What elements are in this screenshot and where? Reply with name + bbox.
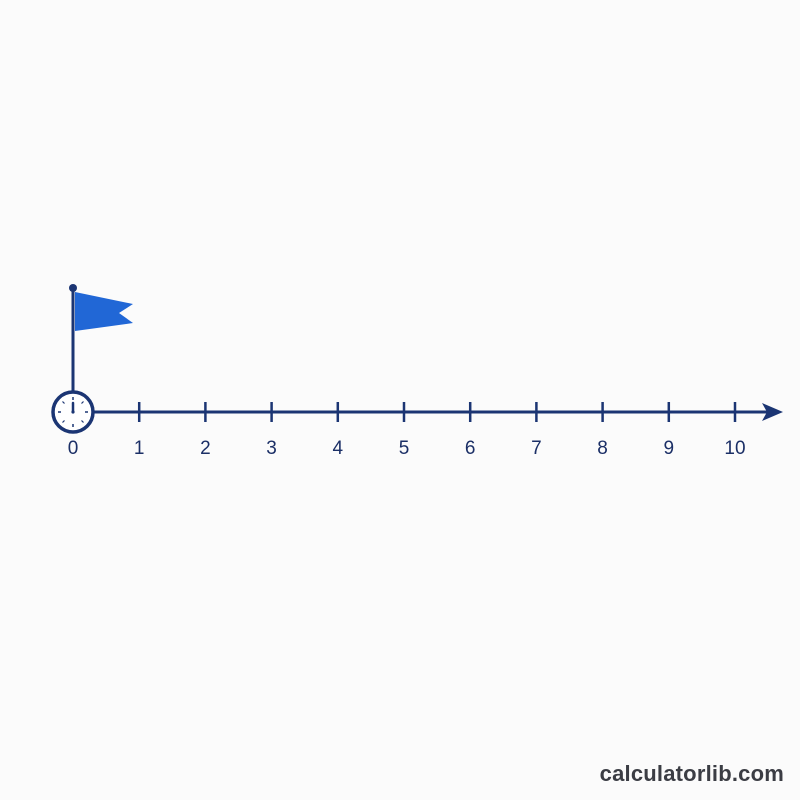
flag-icon xyxy=(69,284,133,392)
arrow-right-icon xyxy=(762,403,783,421)
tick-label-2: 2 xyxy=(200,438,211,459)
tick-label-8: 8 xyxy=(597,438,608,459)
clock-icon xyxy=(51,390,95,434)
tick-label-1: 1 xyxy=(134,438,145,459)
tick-label-3: 3 xyxy=(266,438,277,459)
tick-label-5: 5 xyxy=(399,438,410,459)
tick-label-10: 10 xyxy=(724,438,745,459)
tick-labels: 0 1 2 3 4 5 6 7 8 9 10 xyxy=(68,438,746,459)
tick-marks xyxy=(137,402,737,422)
tick-label-0: 0 xyxy=(68,438,79,459)
tick-label-4: 4 xyxy=(333,438,344,459)
tick-label-6: 6 xyxy=(465,438,476,459)
tick-label-9: 9 xyxy=(664,438,675,459)
watermark-text: calculatorlib.com xyxy=(599,761,784,786)
tick-label-7: 7 xyxy=(531,438,542,459)
